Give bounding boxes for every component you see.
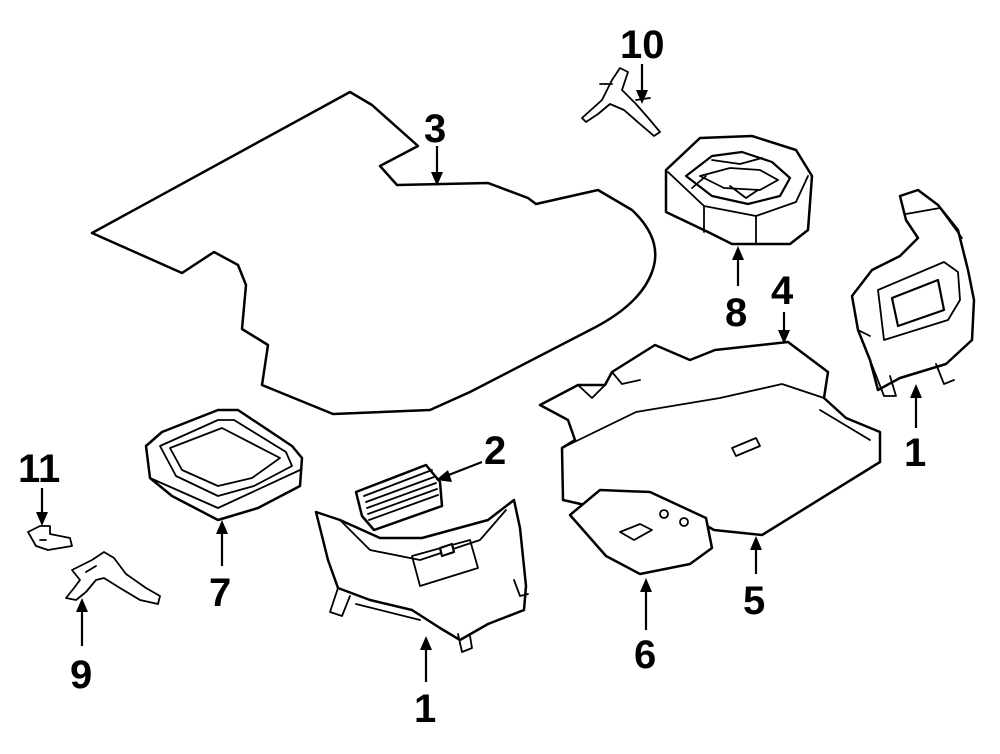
callout-4: 4 <box>771 269 794 313</box>
callout-7: 7 <box>209 571 231 615</box>
floor-cover-part-6 <box>568 488 714 576</box>
vent-panel-part-2 <box>354 463 444 532</box>
callout-3: 3 <box>424 107 446 151</box>
callout-1-bottom: 1 <box>414 687 436 731</box>
callout-5: 5 <box>743 579 765 623</box>
leader-lines <box>36 64 922 682</box>
bracket-part-10 <box>581 67 661 137</box>
storage-tray-part-7 <box>144 408 304 522</box>
side-trim-bottom-part-1 <box>314 498 529 653</box>
callout-8: 8 <box>725 291 747 335</box>
trunk-mat-part-3 <box>90 90 657 416</box>
callout-10: 10 <box>620 23 665 67</box>
clip-bracket-part-11 <box>27 525 73 551</box>
callout-9: 9 <box>70 653 92 697</box>
tool-tray-part-8 <box>664 134 814 246</box>
hinge-bracket-part-9 <box>65 551 161 605</box>
floor-board-part-4-5 <box>538 340 882 537</box>
callout-11: 11 <box>18 447 60 491</box>
callout-1-right: 1 <box>904 431 926 475</box>
callout-2: 2 <box>484 429 506 473</box>
side-trim-right-part-1 <box>850 188 976 397</box>
callout-6: 6 <box>634 633 656 677</box>
callout-labels: 10 3 8 4 1 2 11 7 9 1 6 5 <box>18 23 926 731</box>
